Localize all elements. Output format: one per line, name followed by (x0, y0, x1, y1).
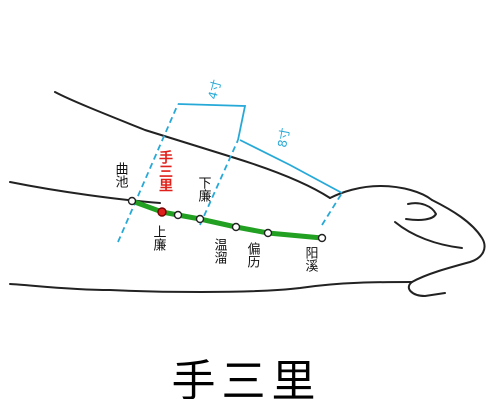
shanglian-point (173, 210, 183, 220)
pianli-point (263, 228, 273, 238)
measure-upper-label: 4寸 (205, 78, 224, 101)
brace-lower (239, 139, 343, 194)
arm-top-edge (54, 91, 331, 199)
label-shanglian: 上廉 (151, 225, 167, 252)
shousanli-point (157, 207, 167, 217)
label-xialian: 下廉 (196, 176, 212, 203)
wrist-top (329, 185, 433, 201)
arm-back-contour (9, 181, 161, 204)
measure-line-xialian (199, 139, 239, 226)
yangxi-point (317, 233, 327, 243)
measure-lower-label: 8寸 (275, 127, 292, 149)
brace-upper (177, 103, 247, 141)
measure-line-quchi (117, 103, 179, 243)
label-wenliu: 温溜 (212, 238, 228, 264)
measurement-markers (117, 103, 343, 243)
xialian-point (195, 214, 205, 224)
quchi-point (127, 196, 137, 206)
hand-outline (407, 199, 486, 297)
diagram-caption: 手三里 (171, 356, 322, 399)
label-quchi: 曲池 (113, 162, 129, 188)
label-shousanli: 手三里 (157, 149, 173, 192)
measure-line-yangxi (321, 192, 343, 226)
label-yangxi: 阳溪 (303, 246, 319, 272)
wenliu-point (231, 222, 241, 232)
arm-bottom-edge (9, 281, 413, 293)
acupoint-markers (127, 196, 327, 243)
label-pianli: 偏历 (245, 242, 261, 269)
hand-crease (394, 221, 463, 249)
thumb (405, 202, 437, 221)
